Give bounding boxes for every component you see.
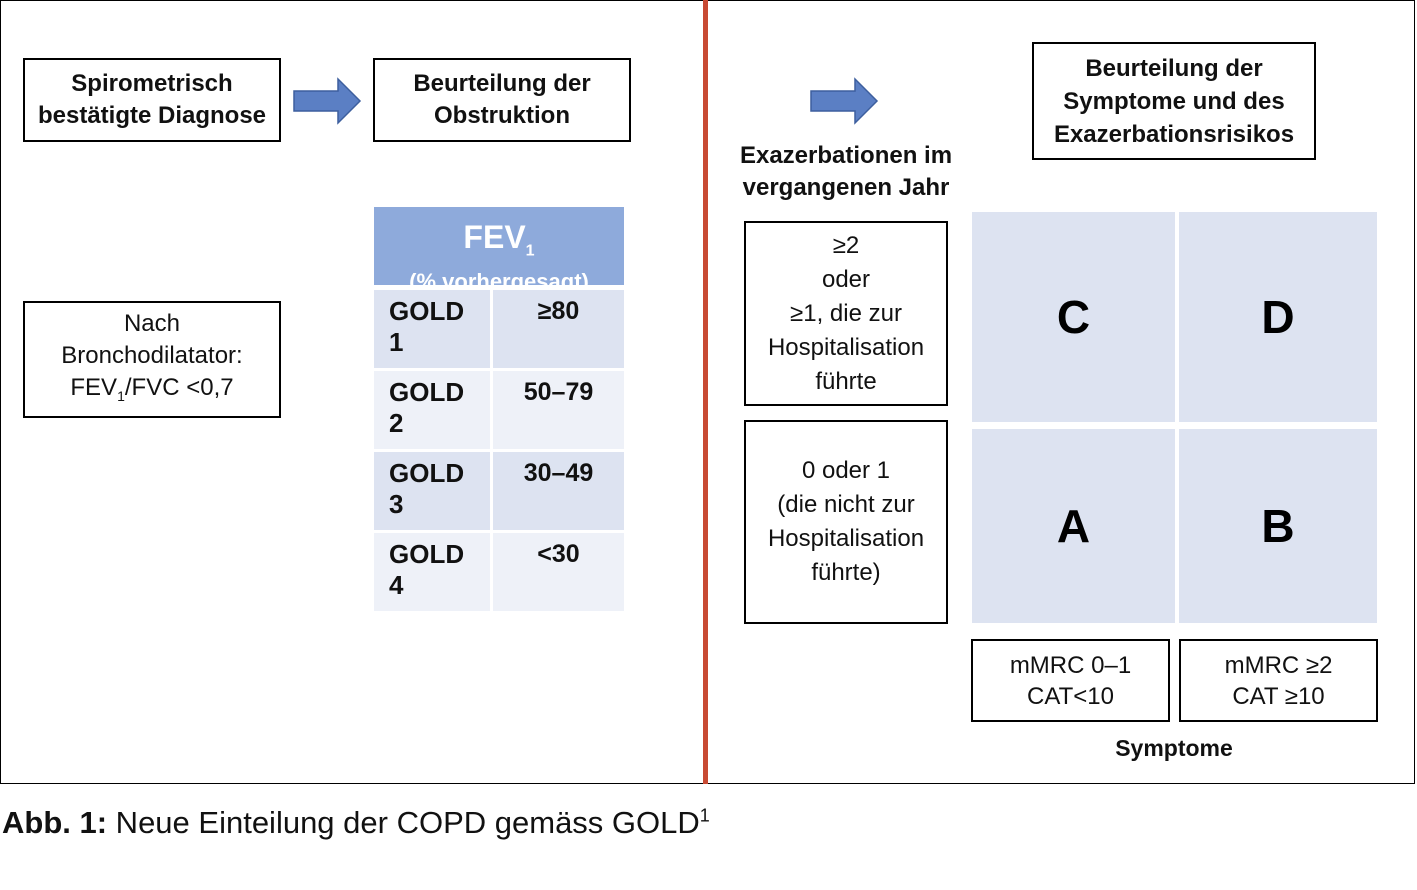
fev-value-cell: 30–49: [493, 452, 624, 530]
assessment-line-2: Symptome und des: [1063, 87, 1285, 115]
post-bronchodilator-box: Nach Bronchodilatator: FEV1/FVC <0,7: [23, 301, 281, 418]
postbd-line-3: FEV1/FVC <0,7: [70, 373, 234, 404]
assessment-box: Beurteilung der Symptome und des Exazerb…: [1032, 42, 1316, 160]
assessment-line-1: Beurteilung der: [1085, 54, 1263, 82]
symptom-axis-label: Symptome: [1115, 735, 1233, 761]
group-d-cell: D: [1179, 212, 1377, 422]
group-b-cell: B: [1179, 429, 1377, 623]
group-c-cell: C: [972, 212, 1175, 422]
obstruction-box: Beurteilung der Obstruktion: [373, 58, 631, 142]
fev-value-cell: ≥80: [493, 290, 624, 368]
arrow-right-icon: [810, 77, 879, 125]
diagnosis-box: Spirometrisch bestätigte Diagnose: [23, 58, 281, 142]
group-a-cell: A: [972, 429, 1175, 623]
center-divider: [703, 0, 708, 784]
diagnosis-line-2: bestätigte Diagnose: [37, 102, 267, 129]
fev-table-header: FEV1 (% vorhergesagt): [374, 207, 624, 294]
assessment-line-3: Exazerbationsrisikos: [1053, 120, 1295, 148]
fev-value-cell: <30: [493, 533, 624, 611]
fev-value-cell: 50–79: [493, 371, 624, 449]
obstruction-line-2: Obstruktion: [433, 102, 570, 129]
exacerbation-axis-label: Exazerbationen im vergangenen Jahr: [739, 142, 953, 201]
exacerbation-low-box: 0 oder 1 (die nicht zur Hospitalisation …: [744, 420, 948, 624]
diagnosis-line-1: Spirometrisch: [71, 70, 233, 97]
obstruction-line-1: Beurteilung der: [413, 70, 591, 97]
exacerbation-high-box: ≥2 oder ≥1, die zur Hospitalisation führ…: [744, 221, 948, 406]
fev-header-title: FEV1: [463, 219, 535, 260]
figure-caption: Abb. 1: Neue Einteilung der COPD gemäss …: [2, 805, 710, 840]
arrow-right-icon: [293, 77, 362, 125]
postbd-line-2: Bronchodilatator:: [61, 341, 243, 369]
postbd-line-1: Nach: [123, 309, 180, 337]
